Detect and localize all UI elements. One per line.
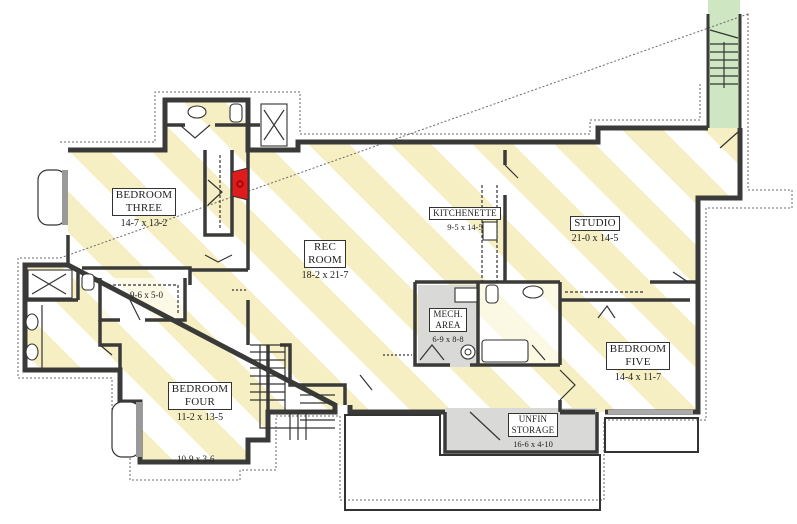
kitchenette-counter	[481, 185, 498, 282]
door-swing-icon	[99, 124, 739, 441]
toilet-icon	[81, 273, 95, 291]
window-icon	[37, 169, 68, 226]
exterior-foundation-line	[17, 13, 793, 501]
toilet-icon	[485, 284, 499, 304]
bathtub-icon	[481, 339, 529, 363]
water-heater-icon	[460, 344, 476, 360]
unfin-storage-floor	[445, 408, 597, 452]
shower-icon	[27, 269, 73, 299]
shower-icon	[260, 103, 288, 147]
sink-icon	[522, 285, 544, 299]
sink-icon	[25, 343, 39, 361]
staircase-icon	[709, 29, 739, 88]
sink-icon	[482, 221, 498, 241]
window-icon	[608, 410, 693, 414]
sink-icon	[25, 313, 39, 331]
sink-icon	[187, 105, 207, 119]
window-icon	[111, 401, 142, 458]
exterior-walls	[22, 97, 743, 465]
toilet-icon	[229, 103, 243, 123]
utility-panel	[454, 287, 478, 303]
walkin-closet-dims: 9-6 x 5-0	[130, 290, 163, 300]
interior-walls	[25, 123, 698, 454]
fireplace-icon	[231, 167, 249, 201]
staircase-icon	[250, 344, 335, 440]
stair-walls	[706, 14, 742, 128]
lower-closet-dims: 10-9 x 3-6	[177, 454, 215, 464]
lower-foundation-outline	[344, 414, 601, 511]
